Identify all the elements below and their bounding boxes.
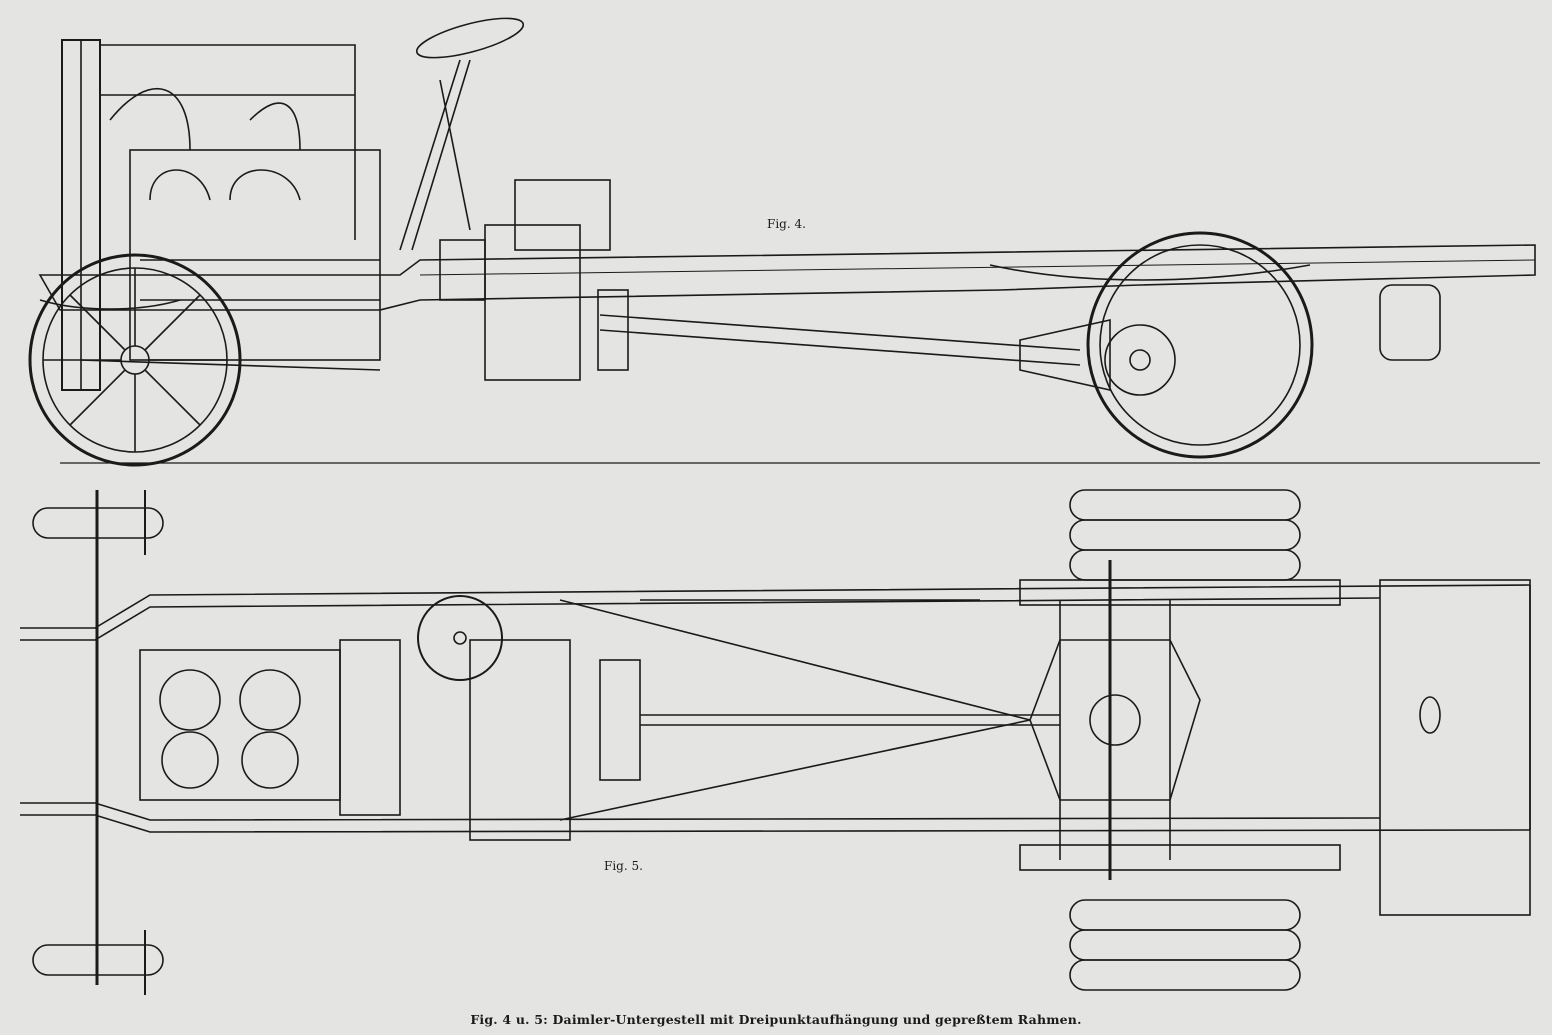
- fig4-label: Fig. 4.: [767, 217, 806, 231]
- front-tire-left: [32, 507, 164, 539]
- rear-tires-top: [1069, 489, 1301, 991]
- figure-caption: Fig. 4 u. 5: Daimler-Untergestell mit Dr…: [470, 1012, 1082, 1027]
- top-view: [20, 489, 1531, 995]
- front-tire-right: [32, 944, 164, 976]
- fig5-label: Fig. 5.: [604, 859, 643, 873]
- side-view: [28, 17, 1540, 467]
- rear-wheel-side: [1086, 231, 1314, 459]
